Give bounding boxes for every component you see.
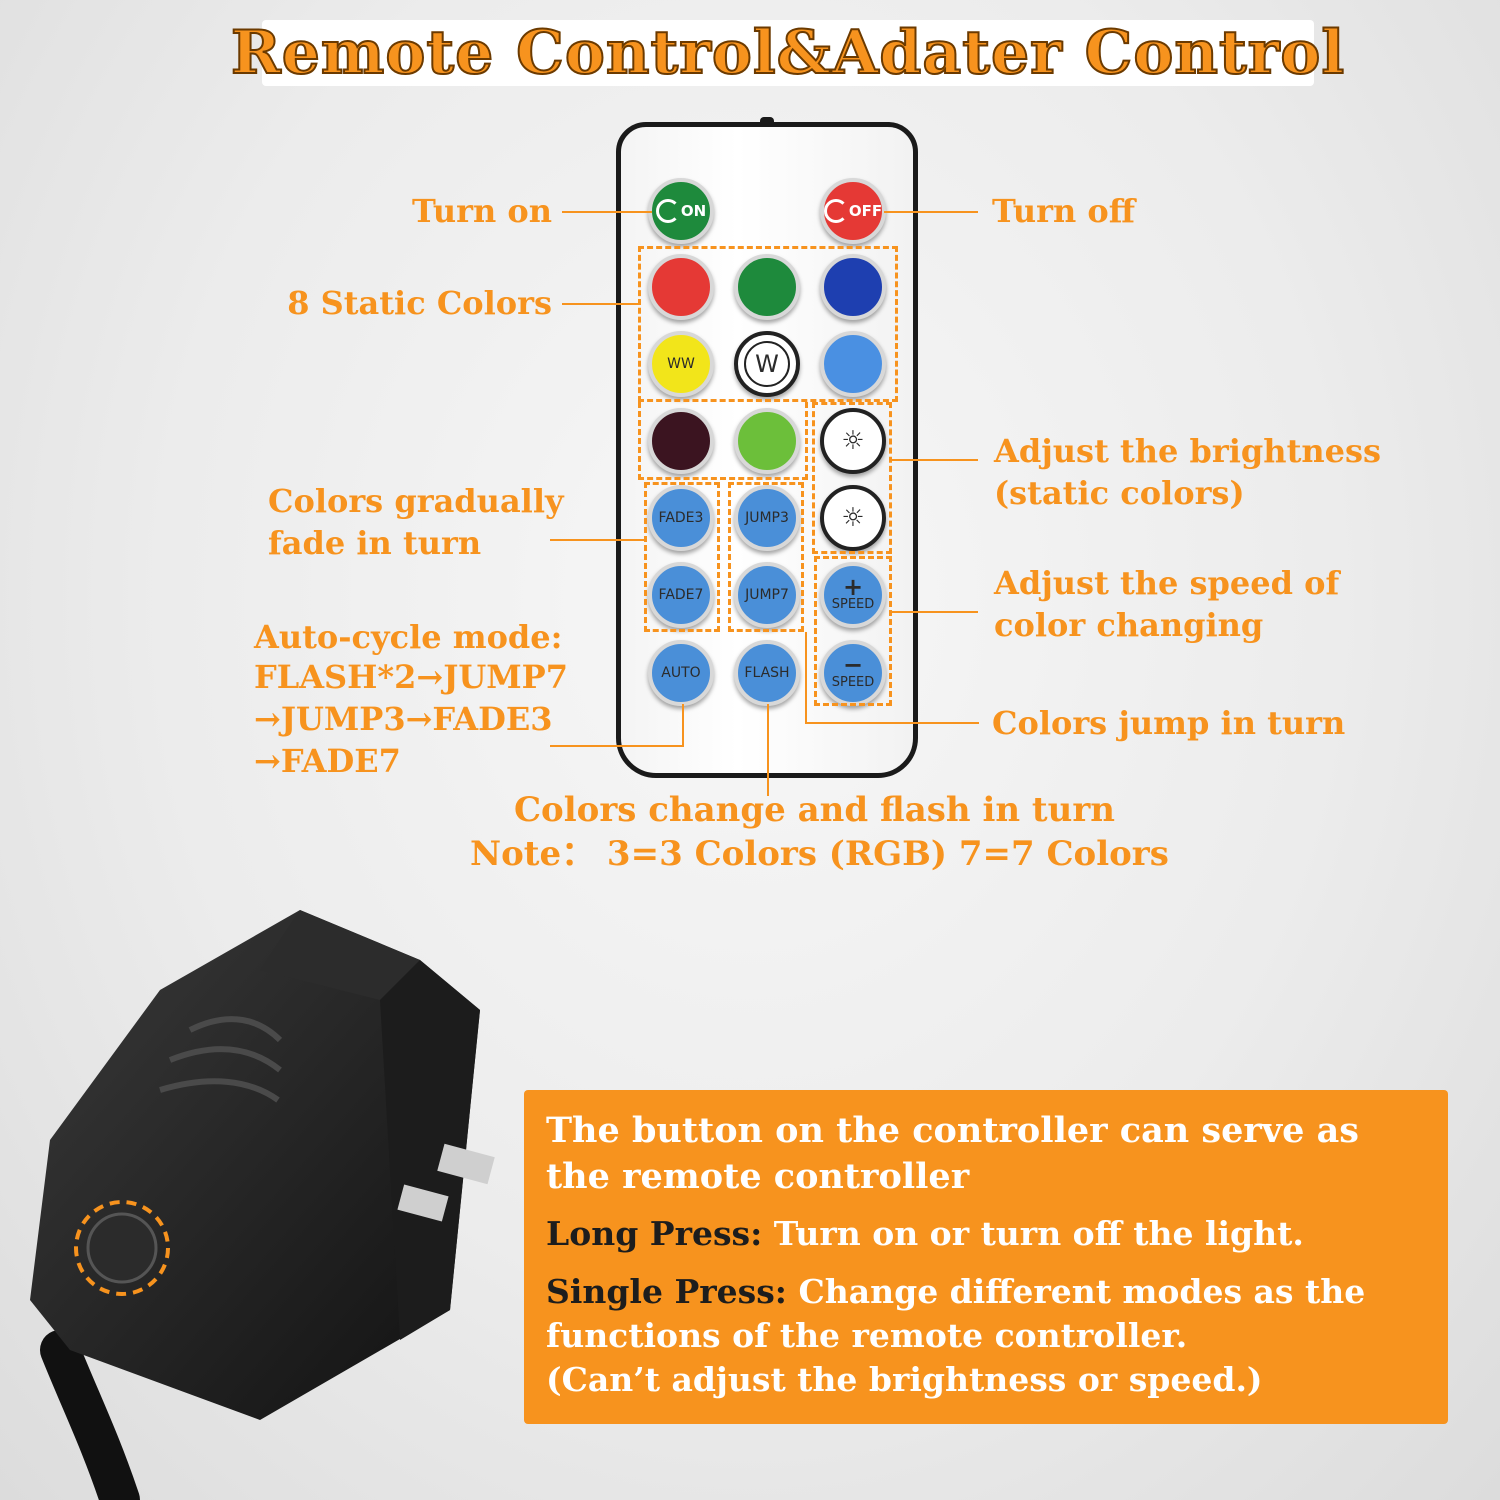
off-button[interactable]: OFF bbox=[820, 178, 886, 244]
controller-info-panel: The button on the controller can serve a… bbox=[524, 1090, 1448, 1424]
ww-button[interactable]: WW bbox=[648, 331, 714, 397]
speed-label-2: color changing bbox=[994, 606, 1264, 644]
on-button[interactable]: ON bbox=[648, 178, 714, 244]
speed-down-button[interactable]: − SPEED bbox=[820, 640, 886, 706]
jump3-button[interactable]: JUMP3 bbox=[734, 485, 800, 551]
turn-on-label: Turn on bbox=[411, 192, 552, 230]
auto-label-2: FLASH*2→JUMP7 bbox=[254, 658, 568, 696]
brightness-label-2: (static colors) bbox=[994, 474, 1245, 512]
long-press-text: Turn on or turn off the light. bbox=[762, 1214, 1304, 1253]
auto-leader-v bbox=[682, 704, 684, 747]
light-blue-button[interactable] bbox=[820, 331, 886, 397]
panel-note: (Can’t adjust the brightness or speed.) bbox=[546, 1360, 1263, 1399]
turn-off-label: Turn off bbox=[992, 192, 1136, 230]
red-button[interactable] bbox=[648, 254, 714, 320]
fade-leader bbox=[550, 539, 646, 541]
single-press-line: Single Press: Change different modes as … bbox=[546, 1270, 1426, 1358]
auto-leader-h bbox=[550, 745, 684, 747]
remote-antenna bbox=[760, 117, 774, 124]
blue-button[interactable] bbox=[820, 254, 886, 320]
flash-label: Colors change and flash in turn bbox=[514, 790, 1115, 830]
speed-group bbox=[814, 556, 892, 706]
note-label: Note： 3=3 Colors (RGB) 7=7 Colors bbox=[470, 834, 1169, 874]
speed-label-1: Adjust the speed of bbox=[994, 564, 1340, 602]
brightness-group bbox=[812, 402, 892, 554]
purple-button[interactable] bbox=[648, 408, 714, 474]
jump7-button[interactable]: JUMP7 bbox=[734, 562, 800, 628]
fade-label-2: fade in turn bbox=[268, 524, 482, 562]
auto-label-4: →FADE7 bbox=[254, 742, 401, 780]
static-colors-label: 8 Static Colors bbox=[287, 284, 552, 322]
turn-on-leader bbox=[562, 211, 652, 213]
power-on-icon: ON bbox=[655, 199, 706, 223]
static-colors-group-lower bbox=[638, 402, 808, 480]
sun-down-icon: ☼ bbox=[841, 503, 865, 533]
panel-intro: The button on the controller can serve a… bbox=[546, 1110, 1359, 1197]
single-press-label: Single Press: bbox=[546, 1272, 787, 1311]
auto-label-3: →JUMP3→FADE3 bbox=[254, 700, 553, 738]
flash-leader-v bbox=[767, 704, 769, 796]
power-adapter-image bbox=[30, 910, 495, 1500]
single-press-text: Change different modes as the functions … bbox=[546, 1272, 1366, 1355]
speed-up-button[interactable]: + SPEED bbox=[820, 562, 886, 628]
sun-up-icon: ☼ bbox=[841, 426, 865, 456]
light-green-button[interactable] bbox=[734, 408, 800, 474]
static-colors-leader bbox=[562, 303, 640, 305]
brightness-down-button[interactable]: ☼ bbox=[820, 485, 886, 551]
auto-label-1: Auto-cycle mode: bbox=[254, 618, 563, 656]
jump-group bbox=[728, 482, 804, 632]
long-press-line: Long Press: Turn on or turn off the ligh… bbox=[546, 1212, 1426, 1256]
brightness-leader bbox=[890, 459, 978, 461]
jump-label: Colors jump in turn bbox=[992, 704, 1346, 742]
long-press-label: Long Press: bbox=[546, 1214, 763, 1253]
white-button[interactable]: W bbox=[734, 331, 800, 397]
fade7-button[interactable]: FADE7 bbox=[648, 562, 714, 628]
fade3-button[interactable]: FADE3 bbox=[648, 485, 714, 551]
brightness-up-button[interactable]: ☼ bbox=[820, 408, 886, 474]
auto-button[interactable]: AUTO bbox=[648, 640, 714, 706]
page-title: Remote Control&Adater Control bbox=[230, 17, 1346, 89]
jump-leader-v bbox=[805, 632, 807, 724]
flash-button[interactable]: FLASH bbox=[734, 640, 800, 706]
jump-leader-h bbox=[805, 722, 979, 724]
turn-off-leader bbox=[884, 211, 978, 213]
fade-group bbox=[644, 482, 720, 632]
brightness-label-1: Adjust the brightness bbox=[994, 432, 1381, 470]
static-colors-group bbox=[638, 246, 898, 402]
speed-leader bbox=[890, 611, 978, 613]
fade-label-1: Colors gradually bbox=[268, 482, 564, 520]
power-off-icon: OFF bbox=[823, 199, 882, 223]
green-button[interactable] bbox=[734, 254, 800, 320]
